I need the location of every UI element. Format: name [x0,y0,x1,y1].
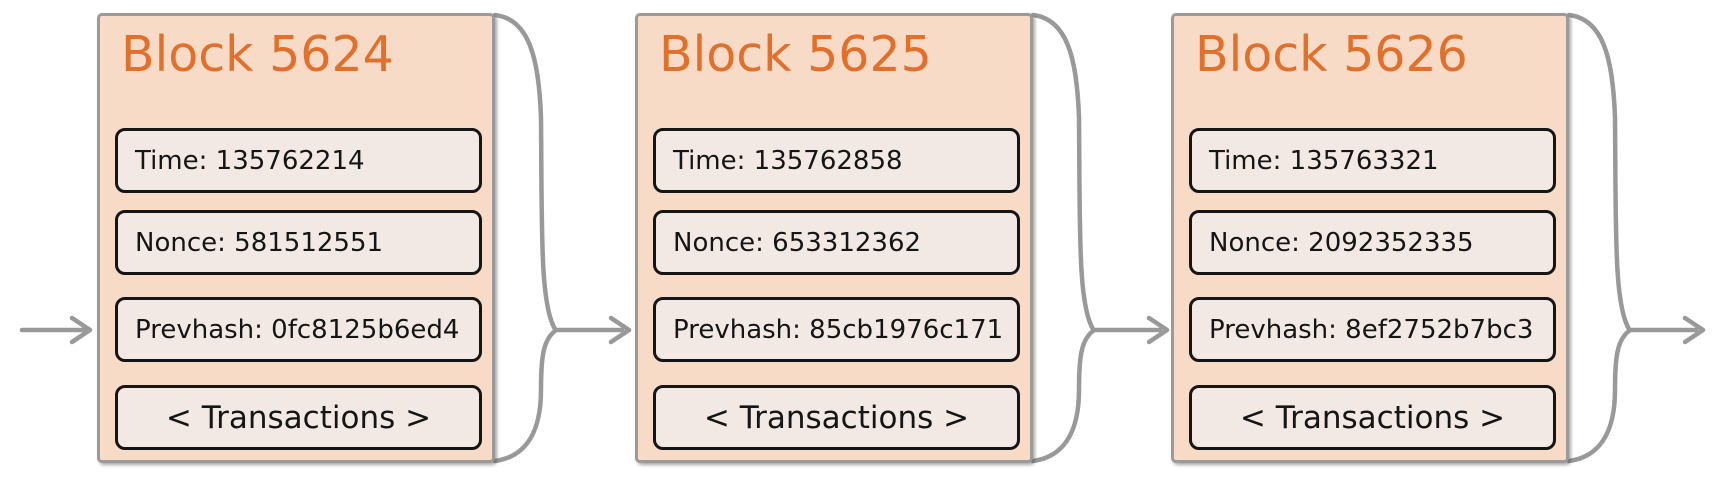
time-field: Time: 135763321 [1189,128,1556,193]
time-field: Time: 135762214 [115,128,482,193]
prevhash-field: Prevhash: 8ef2752b7bc3 [1189,297,1556,362]
transactions-button[interactable]: < Transactions > [115,385,482,450]
brace-arrow-5624-5625 [492,12,632,464]
prevhash-field: Prevhash: 85cb1976c171 [653,297,1020,362]
block-title: Block 5624 [121,26,394,83]
nonce-field: Nonce: 2092352335 [1189,210,1556,275]
block-node-5624: Block 5624 Time: 135762214 Nonce: 581512… [97,13,495,463]
transactions-button[interactable]: < Transactions > [653,385,1020,450]
prevhash-field: Prevhash: 0fc8125b6ed4 [115,297,482,362]
block-node-5625: Block 5625 Time: 135762858 Nonce: 653312… [635,13,1033,463]
nonce-field: Nonce: 653312362 [653,210,1020,275]
block-node-5626: Block 5626 Time: 135763321 Nonce: 209235… [1171,13,1569,463]
block-title: Block 5626 [1195,26,1468,83]
nonce-field: Nonce: 581512551 [115,210,482,275]
time-field: Time: 135762858 [653,128,1020,193]
transactions-button[interactable]: < Transactions > [1189,385,1556,450]
incoming-arrow [19,315,93,345]
brace-arrow-5626-next [1566,12,1706,464]
block-title: Block 5625 [659,26,932,83]
brace-arrow-5625-5626 [1030,12,1170,464]
